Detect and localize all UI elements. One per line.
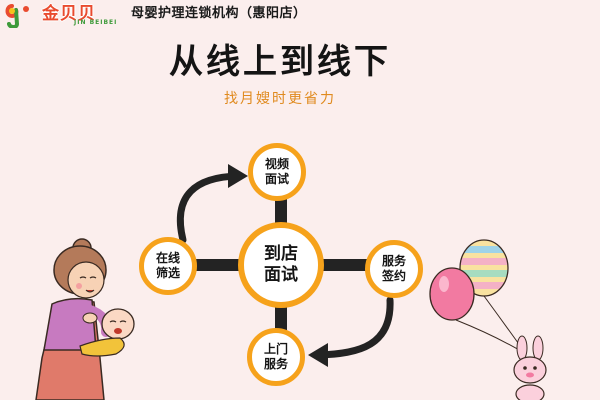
node-sign-line1: 服务	[381, 254, 406, 268]
mother-baby-illustration	[35, 238, 135, 400]
node-center-line2: 面试	[264, 265, 298, 285]
logo-english-text: JIN BEIBEI	[74, 19, 118, 26]
node-center-line1: 到店	[264, 243, 298, 264]
node-video-line1: 视频	[264, 157, 289, 171]
page-subtitle: 找月嫂时更省力	[224, 91, 336, 107]
node-service-signing: 服务 签约	[365, 240, 423, 298]
node-video-interview: 视频 面试	[248, 143, 306, 201]
node-video-line2: 面试	[264, 172, 289, 186]
connector-bottom	[275, 303, 287, 333]
brand-logo-icon	[5, 4, 29, 28]
arrow-sign-to-visit	[314, 296, 394, 359]
logo-chinese-text: 金贝贝	[42, 4, 96, 24]
node-online-line2: 筛选	[155, 266, 180, 280]
arrow-online-to-video	[176, 172, 242, 244]
node-visit-line2: 服务	[263, 357, 288, 371]
connector-right	[320, 259, 368, 271]
page-title: 从线上到线下	[169, 42, 391, 82]
node-in-store-interview: 到店 面试	[238, 222, 324, 308]
node-online-screening: 在线 筛选	[139, 237, 197, 295]
node-visit-line1: 上门	[263, 342, 288, 356]
connector-left	[193, 259, 241, 271]
connector-top	[275, 198, 287, 228]
node-home-service: 上门 服务	[247, 328, 305, 386]
node-online-line1: 在线	[155, 251, 180, 265]
balloons-bunny-illustration	[429, 239, 547, 400]
organization-name: 母婴护理连锁机构（惠阳店）	[131, 6, 307, 21]
node-sign-line2: 签约	[381, 269, 406, 283]
